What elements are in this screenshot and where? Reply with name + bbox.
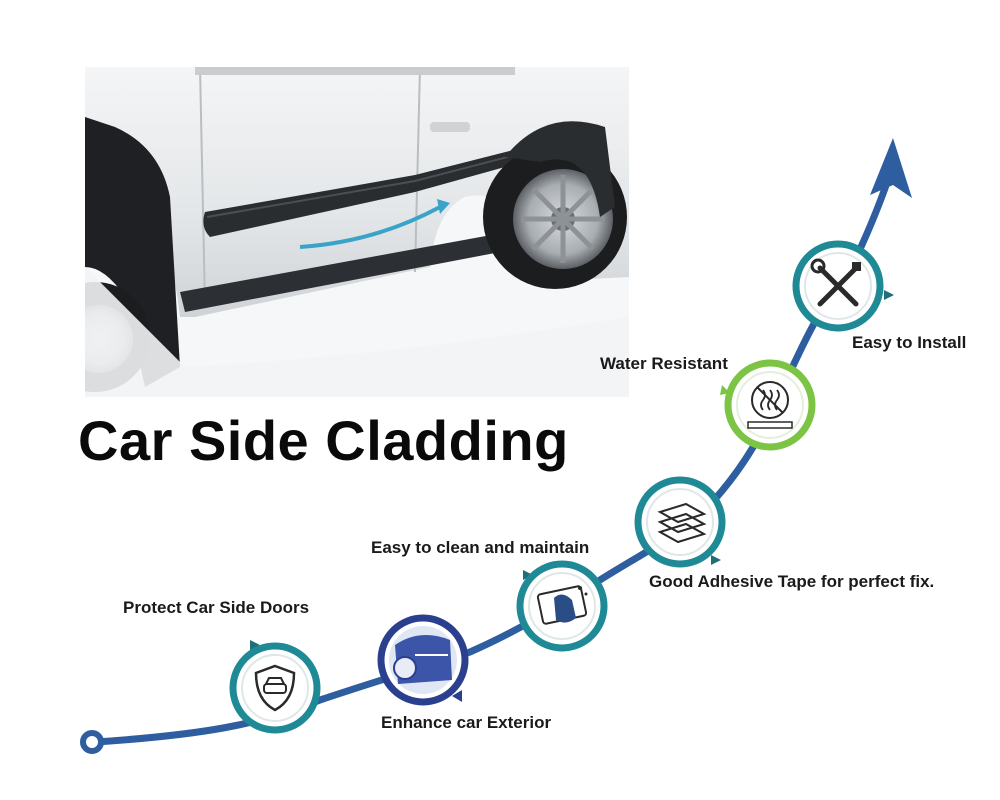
water-resistant-icon [724,359,816,451]
car-side-photo [85,67,629,397]
feature-label-protect: Protect Car Side Doors [123,598,310,617]
feature-label-install: Easy to Install [852,333,967,352]
feature-label-adhesive: Good Adhesive Tape for perfect fix. [649,572,935,591]
feature-label-water: Water Resistant [600,354,728,373]
feature-label-clean: Easy to clean and maintain [371,538,590,557]
curve-line [92,161,897,746]
hand-wipe-icon [516,560,608,652]
tools-icon [792,240,884,332]
feature-label-exterior: Enhance car Exterior [381,713,552,732]
tape-layers-icon [634,476,726,568]
arrow-head-icon [870,138,912,198]
shield-car-icon [229,642,321,734]
page-title: Car Side Cladding [78,409,569,472]
curve-start-ring [80,730,104,754]
car-door-icon [377,614,469,706]
